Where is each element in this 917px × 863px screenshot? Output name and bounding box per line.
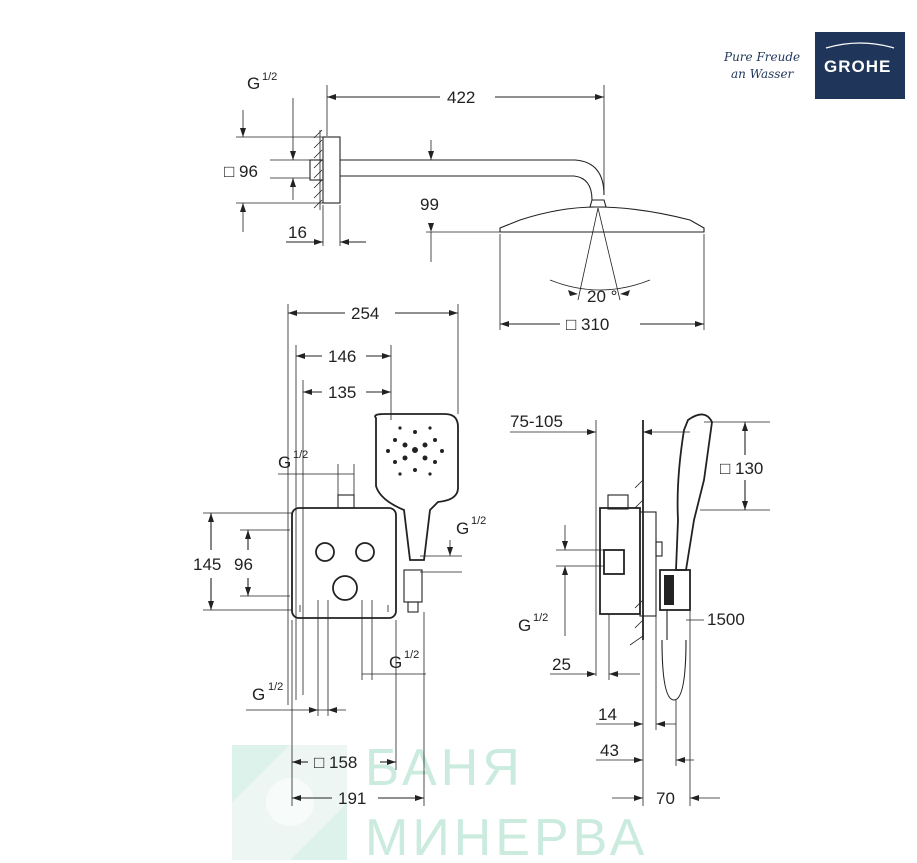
dim-thread-side-frac: 1/2 [533,612,548,624]
watermark: БАНЯ МИНЕРВА [232,739,648,863]
top-view: 422 G 1/2 □ 96 16 99 20 ° [224,71,705,334]
dim-thread-front-top-frac: 1/2 [293,449,308,461]
dim-thread-front-right-frac: 1/2 [471,515,486,527]
dim-135: 135 [328,383,356,402]
dim-191: 191 [338,789,366,808]
dim-thread-front-left-frac: 1/2 [268,681,283,693]
dim-thread-front-left-g: G [252,685,265,704]
dim-thread-front-right-g: G [456,519,469,538]
dim-thread-front-top-g: G [278,453,291,472]
wall-flange [322,136,341,204]
dim-96: 96 [234,555,253,574]
main-knob [332,575,358,601]
valve-knob-right [355,542,375,562]
dim-arm-length: 422 [447,88,475,107]
shower-arm [340,159,605,196]
brand-wave-icon [825,42,895,49]
dim-25: 25 [552,655,571,674]
brand-slogan-line2: an Wasser [731,67,795,81]
dim-head-size: □ 310 [566,315,609,334]
side-view: 75-105 □ 130 G 1/2 1500 25 14 [510,412,770,808]
mixer-body-side [599,507,641,615]
dim-box-size: □ 158 [314,753,357,772]
dim-arm-drop: 99 [420,195,439,214]
watermark-line2: МИНЕРВА [365,809,648,863]
dim-thread-front-bottom-frac: 1/2 [404,649,419,661]
watermark-line1: БАНЯ [365,739,524,797]
front-view: 254 146 135 G 1/2 G 1/2 145 [193,304,486,808]
mixer-box [291,507,397,619]
dim-hand-size: □ 130 [720,459,763,478]
dim-14: 14 [598,705,617,724]
watermark-logo-icon [232,745,347,860]
hand-shower [374,413,459,561]
dim-flange-depth: 16 [288,223,307,242]
dim-thread-side-g: G [518,616,531,635]
dim-flange: □ 96 [224,162,258,181]
shower-head [499,206,705,233]
dim-43: 43 [600,741,619,760]
brand-slogan-line1: Pure Freude [723,50,800,64]
dim-hose-length: 1500 [707,610,745,629]
dim-70: 70 [656,789,675,808]
brand-name: GROHE [824,57,891,76]
shower-hose [661,639,687,701]
hand-shower-side [675,413,713,571]
dim-total-width: 254 [351,304,379,323]
shower-holder-side [659,569,691,611]
valve-knob-left [315,542,335,562]
hand-shower-nozzles-icon [386,426,444,476]
dim-145: 145 [193,555,221,574]
dim-146: 146 [328,347,356,366]
dim-wall-range: 75-105 [510,412,563,431]
dim-thread-top-g: G [247,74,260,93]
brand-block: Pure Freude an Wasser GROHE [723,32,905,99]
dim-spray-angle: 20 ° [587,287,617,306]
dim-thread-top-frac: 1/2 [262,71,277,83]
